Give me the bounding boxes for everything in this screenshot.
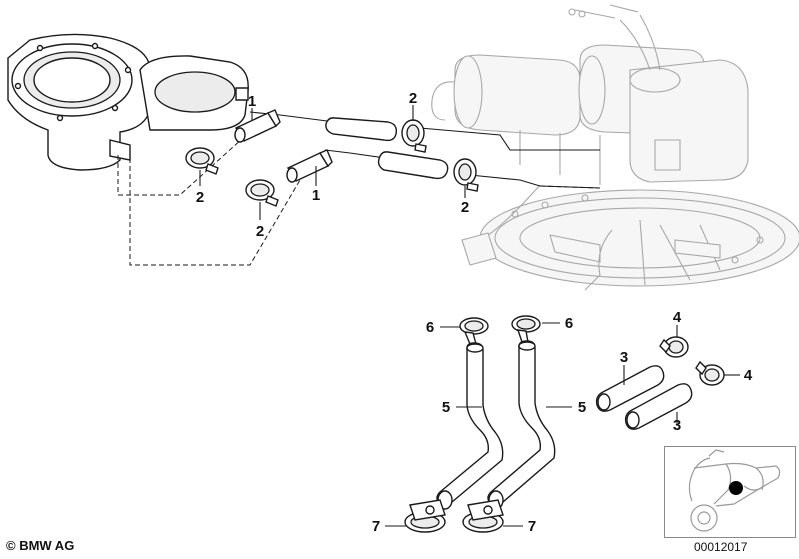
callout-6-right: 6 xyxy=(565,315,573,332)
callout-3-lower: 3 xyxy=(673,417,681,434)
hose-routing-lines xyxy=(117,111,601,266)
hose-part-1-lower xyxy=(286,149,333,183)
callout-5-right: 5 xyxy=(578,399,586,416)
callout-1-upper: 1 xyxy=(248,93,256,110)
hose-clamp-part-7-left xyxy=(404,499,446,533)
hose-segment-upper-mid xyxy=(325,117,398,142)
callout-6-left: 6 xyxy=(426,319,434,336)
callout-2-lower-left: 2 xyxy=(256,223,264,240)
callout-4-upper: 4 xyxy=(673,309,682,326)
location-marker xyxy=(729,481,743,495)
callout-4-lower: 4 xyxy=(744,367,753,384)
callout-labels: 1 1 2 2 2 2 3 3 4 4 5 5 6 6 7 7 xyxy=(196,90,753,535)
callout-2-lower-right: 2 xyxy=(461,199,469,216)
callout-3-upper: 3 xyxy=(620,349,628,366)
hose-part-5-left xyxy=(436,342,504,510)
hose-segment-lower-mid xyxy=(377,151,449,180)
clamp-part-2-a xyxy=(185,147,219,175)
fuel-filler-neck xyxy=(7,33,249,171)
hose-part-3-lower xyxy=(624,383,693,430)
clamp-part-4-upper xyxy=(659,336,689,358)
clamp-part-6-right xyxy=(511,315,541,343)
clamp-part-2-b xyxy=(245,179,279,207)
hose-part-3-upper xyxy=(595,365,665,412)
document-number: 00012017 xyxy=(694,540,748,554)
callout-7-right: 7 xyxy=(528,518,536,535)
clamp-part-6-left xyxy=(459,317,489,345)
callout-leaders xyxy=(199,105,740,527)
hose-part-1-upper xyxy=(234,109,281,143)
clamp-part-4-lower xyxy=(695,360,725,386)
callout-2-left: 2 xyxy=(196,189,204,206)
callout-1-lower: 1 xyxy=(312,187,320,204)
hose-part-5-right xyxy=(487,340,556,510)
callout-2-upper-right: 2 xyxy=(409,90,417,107)
callout-5-left: 5 xyxy=(442,399,450,416)
hose-clamp-part-7-right xyxy=(462,499,504,533)
motorcycle-outline xyxy=(688,449,781,532)
callout-7-left: 7 xyxy=(372,518,380,535)
copyright-text: © BMW AG xyxy=(6,538,75,553)
clamp-part-2-d xyxy=(453,158,479,192)
motorcycle-locator-icon xyxy=(664,446,796,538)
clamp-part-2-c xyxy=(401,119,427,153)
fuel-pump-assembly-ghost xyxy=(431,4,799,291)
